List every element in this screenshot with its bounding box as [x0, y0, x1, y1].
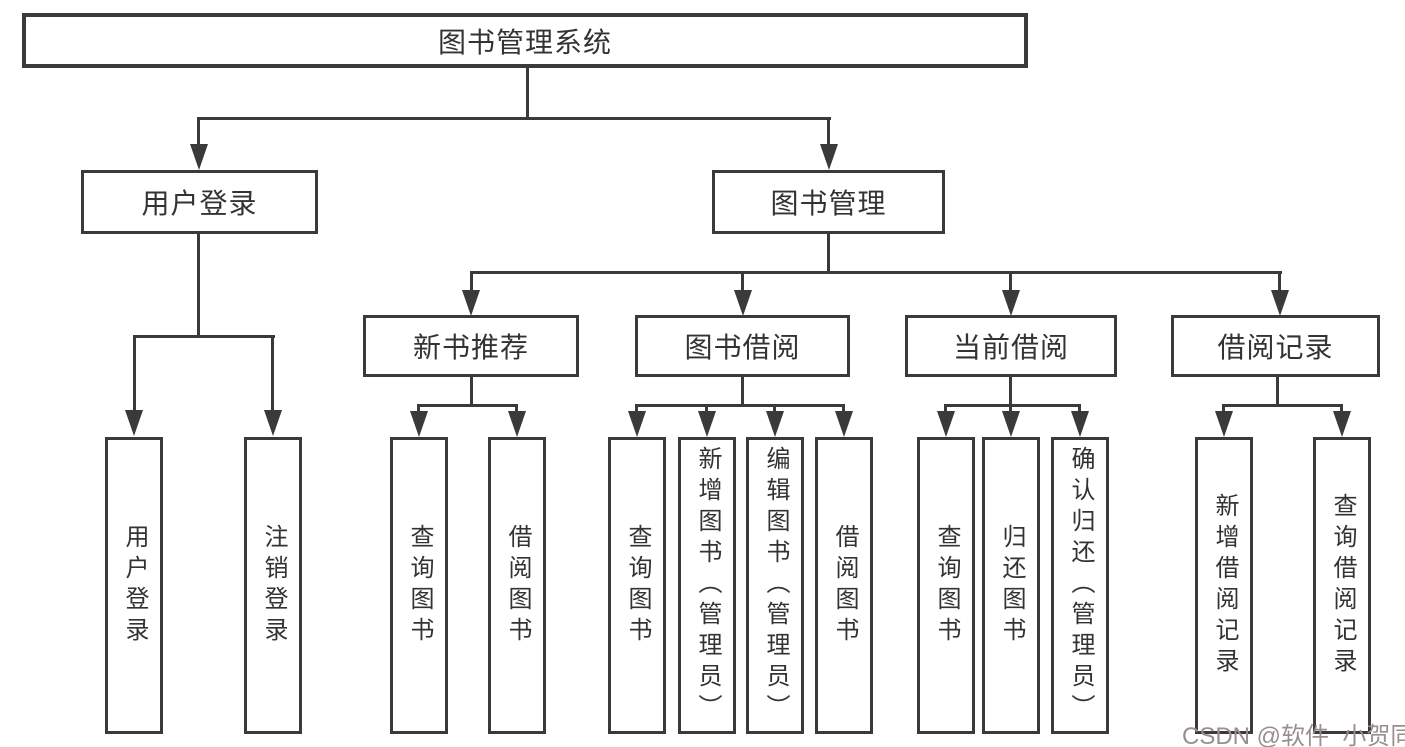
connector-line: [842, 404, 845, 414]
arrow-down-icon: [125, 410, 143, 436]
connector-line: [1009, 377, 1012, 407]
connector-line: [470, 377, 473, 407]
node-library-management-system: 图书管理系统: [22, 13, 1028, 68]
node-book-management: 图书管理: [712, 170, 945, 234]
connector-line: [197, 117, 200, 150]
connector-line: [773, 404, 776, 414]
connector-line: [133, 335, 275, 338]
node-book-borrowing: 图书借阅: [635, 315, 850, 377]
connector-line: [1009, 271, 1012, 296]
connector-line: [1278, 271, 1281, 296]
connector-line: [635, 404, 638, 414]
arrow-down-icon: [835, 411, 853, 437]
leaf-confirm-return-admin: 确认归还（管理员）: [1051, 437, 1109, 734]
connector-line: [418, 404, 518, 407]
leaf-edit-books-admin: 编辑图书（管理员）: [746, 437, 804, 734]
leaf-add-books-admin: 新增图书（管理员）: [678, 437, 736, 734]
connector-line: [827, 117, 830, 150]
arrow-down-icon: [1271, 290, 1289, 316]
connector-line: [1223, 404, 1343, 407]
arrow-down-icon: [1002, 290, 1020, 316]
arrow-down-icon: [628, 411, 646, 437]
leaf-query-borrow-record: 查询借阅记录: [1313, 437, 1371, 734]
connector-line: [133, 335, 136, 413]
node-borrowing-records: 借阅记录: [1171, 315, 1380, 377]
connector-line: [515, 404, 518, 414]
arrow-down-icon: [1002, 411, 1020, 437]
connector-line: [1340, 404, 1343, 414]
leaf-logout-action: 注销登录: [244, 437, 302, 734]
connector-line: [945, 404, 1080, 407]
node-new-book-recommendation: 新书推荐: [363, 315, 579, 377]
arrow-down-icon: [1215, 411, 1233, 437]
connector-line: [636, 404, 844, 407]
arrow-down-icon: [190, 144, 208, 170]
leaf-query-books: 查询图书: [608, 437, 666, 734]
connector-line: [197, 117, 831, 120]
connector-line: [470, 271, 1282, 274]
connector-line: [1009, 404, 1012, 414]
connector-line: [417, 404, 420, 414]
connector-line: [197, 234, 200, 337]
connector-line: [827, 234, 830, 274]
connector-line: [1222, 404, 1225, 414]
csdn-watermark: CSDN @软件_小贺同学: [1182, 723, 1405, 747]
connector-line: [741, 271, 744, 296]
connector-line: [1276, 377, 1279, 407]
arrow-down-icon: [1071, 411, 1089, 437]
connector-line: [470, 271, 473, 296]
arrow-down-icon: [698, 411, 716, 437]
leaf-return-books: 归还图书: [982, 437, 1040, 734]
connector-line: [526, 68, 529, 118]
leaf-query-books: 查询图书: [390, 437, 448, 734]
leaf-query-books: 查询图书: [917, 437, 975, 734]
connector-line: [271, 335, 274, 413]
leaf-user-login-action: 用户登录: [105, 437, 163, 734]
node-user-login: 用户登录: [81, 170, 318, 234]
arrow-down-icon: [264, 410, 282, 436]
arrow-down-icon: [734, 290, 752, 316]
node-current-borrowing: 当前借阅: [905, 315, 1117, 377]
leaf-borrow-books: 借阅图书: [488, 437, 546, 734]
leaf-borrow-books: 借阅图书: [815, 437, 873, 734]
arrow-down-icon: [1333, 411, 1351, 437]
arrow-down-icon: [462, 290, 480, 316]
connector-line: [944, 404, 947, 414]
arrow-down-icon: [937, 411, 955, 437]
arrow-down-icon: [410, 411, 428, 437]
arrow-down-icon: [820, 144, 838, 170]
connector-line: [741, 377, 744, 407]
leaf-add-borrow-record: 新增借阅记录: [1195, 437, 1253, 734]
connector-line: [705, 404, 708, 414]
arrow-down-icon: [508, 411, 526, 437]
arrow-down-icon: [766, 411, 784, 437]
connector-line: [1078, 404, 1081, 414]
